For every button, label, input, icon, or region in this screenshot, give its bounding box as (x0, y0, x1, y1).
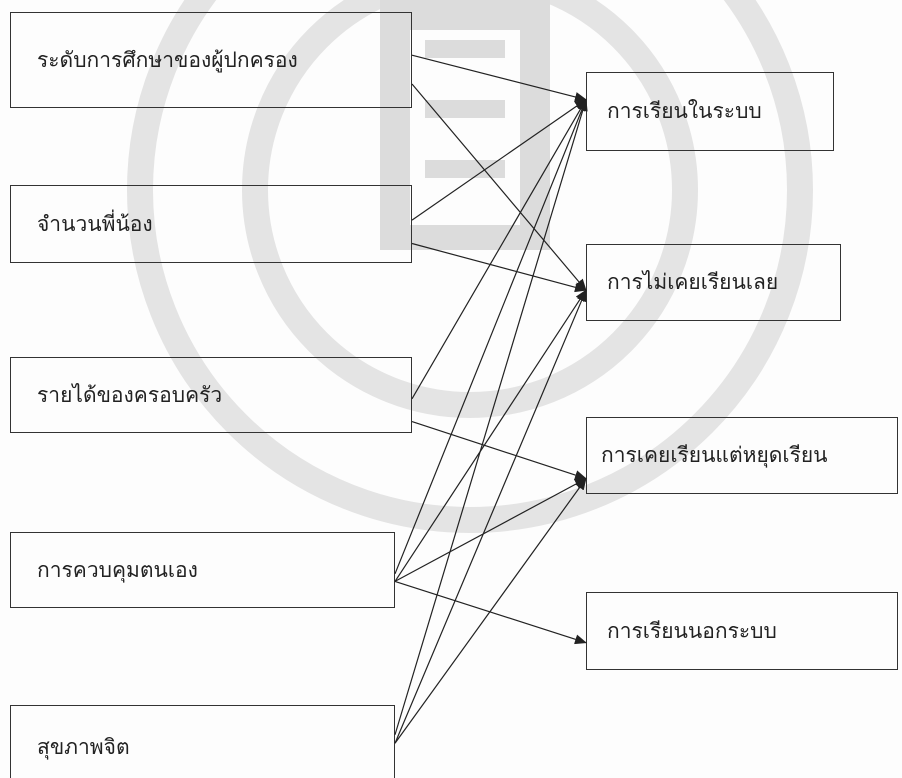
factor-label: จำนวนพี่น้อง (37, 211, 153, 236)
factor-label: ระดับการศึกษาของผู้ปกครอง (37, 47, 298, 72)
arrow-parent-education-to-never-schooled (411, 83, 587, 291)
outcome-box-never-schooled: การไม่เคยเรียนเลย (586, 244, 841, 321)
arrow-siblings-to-formal-schooling (411, 99, 587, 221)
arrow-mental-health-to-dropped-out (394, 477, 587, 744)
arrow-parent-education-to-formal-schooling (411, 54, 587, 102)
outcome-label: การเคยเรียนแต่หยุดเรียน (601, 443, 828, 467)
outcome-label: การเรียนในระบบ (607, 99, 762, 123)
factor-box-self-control: การควบคุมตนเอง (10, 532, 395, 608)
factor-label: การควบคุมตนเอง (37, 557, 198, 582)
factor-box-mental-health: สุขภาพจิต (10, 705, 395, 778)
factor-box-family-income: รายได้ของครอบครัว (10, 357, 412, 433)
arrow-self-control-to-dropped-out (394, 478, 587, 582)
outcome-label: การไม่เคยเรียนเลย (607, 270, 779, 294)
arrow-self-control-to-formal-schooling (394, 98, 587, 575)
arrow-family-income-to-formal-schooling (411, 98, 587, 400)
arrow-mental-health-to-formal-schooling (394, 98, 588, 735)
factor-box-siblings: จำนวนพี่น้อง (10, 185, 412, 263)
outcome-box-dropped-out: การเคยเรียนแต่หยุดเรียน (586, 417, 898, 494)
arrow-mental-health-to-never-schooled (394, 289, 587, 744)
factor-label: รายได้ของครอบครัว (37, 382, 223, 407)
outcome-label: การเรียนนอกระบบ (607, 618, 777, 643)
factor-label: สุขภาพจิต (37, 735, 130, 759)
outcome-box-non-formal-schooling: การเรียนนอกระบบ (586, 592, 898, 670)
arrow-family-income-to-dropped-out (411, 421, 587, 480)
factor-box-parent-education: ระดับการศึกษาของผู้ปกครอง (10, 12, 412, 108)
outcome-box-formal-schooling: การเรียนในระบบ (586, 72, 834, 151)
arrow-self-control-to-non-formal-schooling (394, 580, 587, 645)
arrow-self-control-to-never-schooled (394, 289, 587, 582)
arrow-siblings-to-never-schooled (411, 242, 587, 293)
